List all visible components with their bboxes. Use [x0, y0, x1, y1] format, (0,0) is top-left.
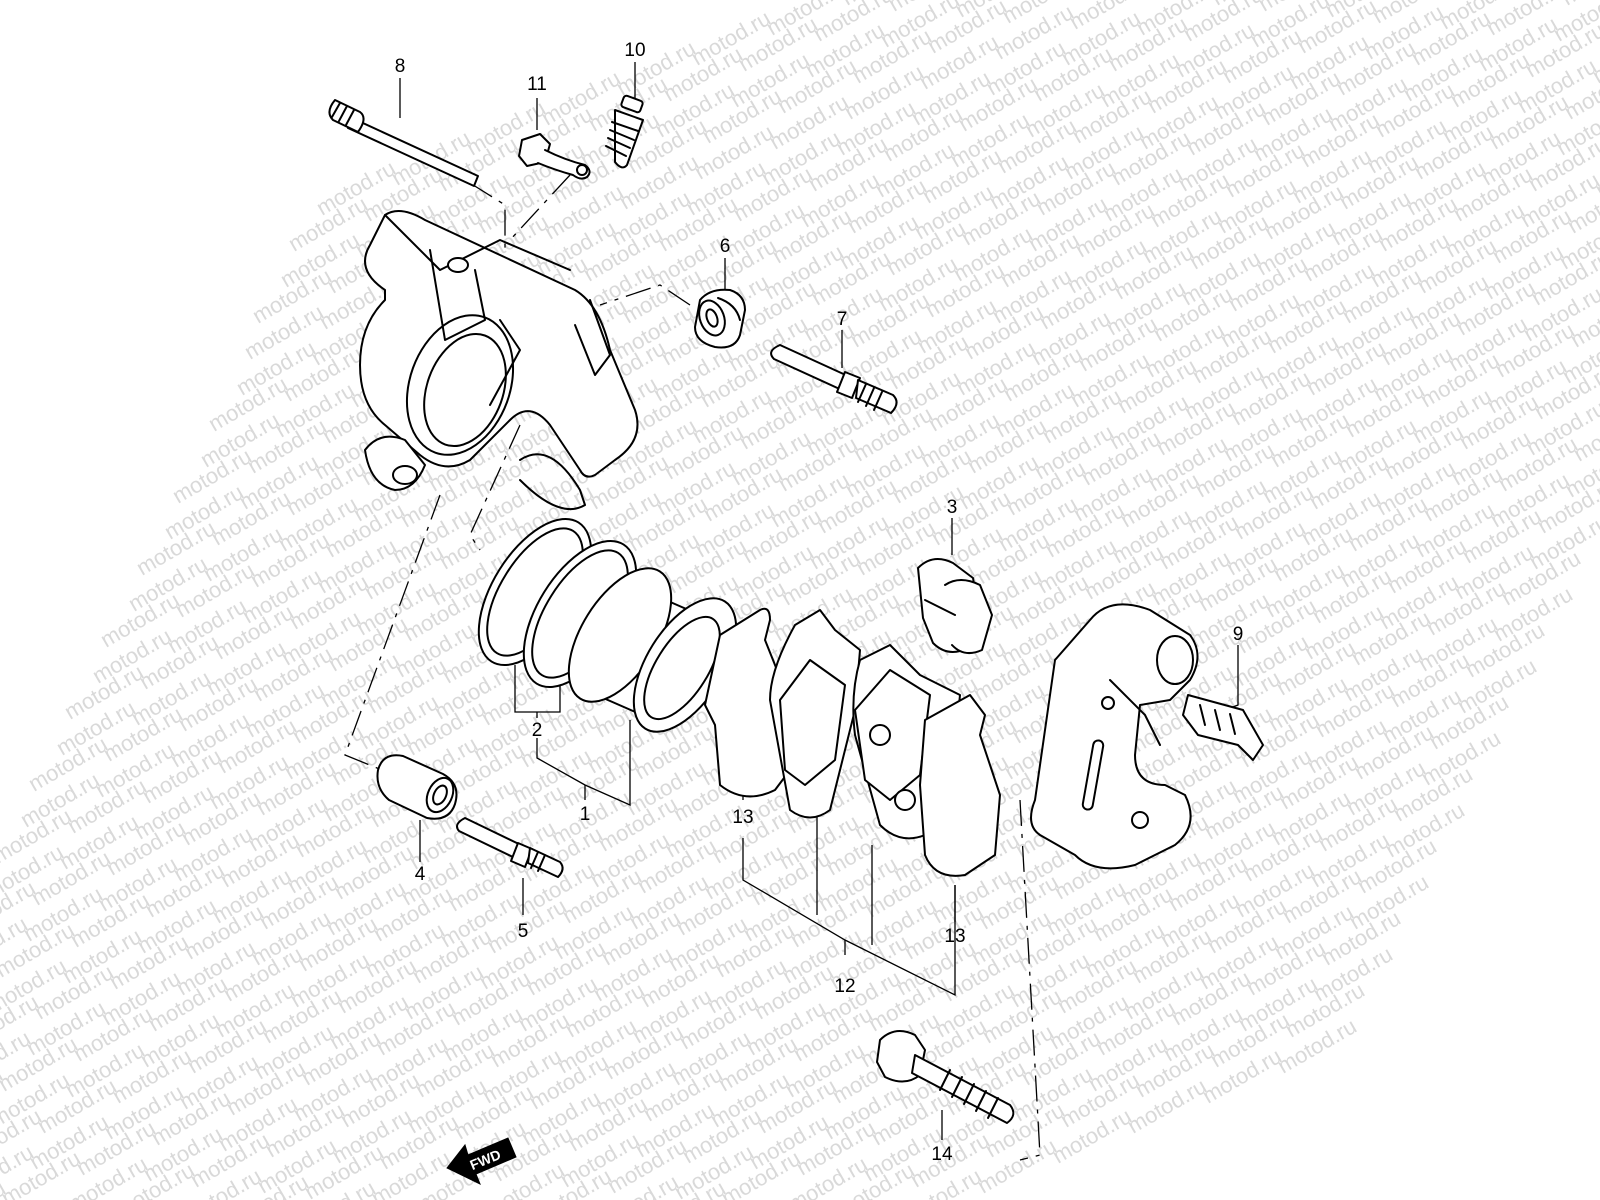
callout-9: 9 [1233, 624, 1244, 645]
callout-13-lower: 13 [944, 926, 965, 947]
callout-4: 4 [415, 864, 426, 885]
callout-8: 8 [395, 56, 406, 77]
callout-6: 6 [720, 236, 731, 257]
callout-3: 3 [947, 497, 958, 518]
callout-14: 14 [931, 1144, 953, 1165]
bushing-6 [694, 288, 746, 349]
callout-10: 10 [624, 40, 645, 61]
callout-13-upper: 13 [732, 807, 753, 828]
callout-2: 2 [532, 720, 543, 741]
callout-1: 1 [580, 804, 591, 825]
callout-5: 5 [518, 921, 529, 942]
callout-7: 7 [837, 309, 848, 330]
callout-11: 11 [527, 74, 547, 95]
callout-12: 12 [834, 976, 855, 997]
